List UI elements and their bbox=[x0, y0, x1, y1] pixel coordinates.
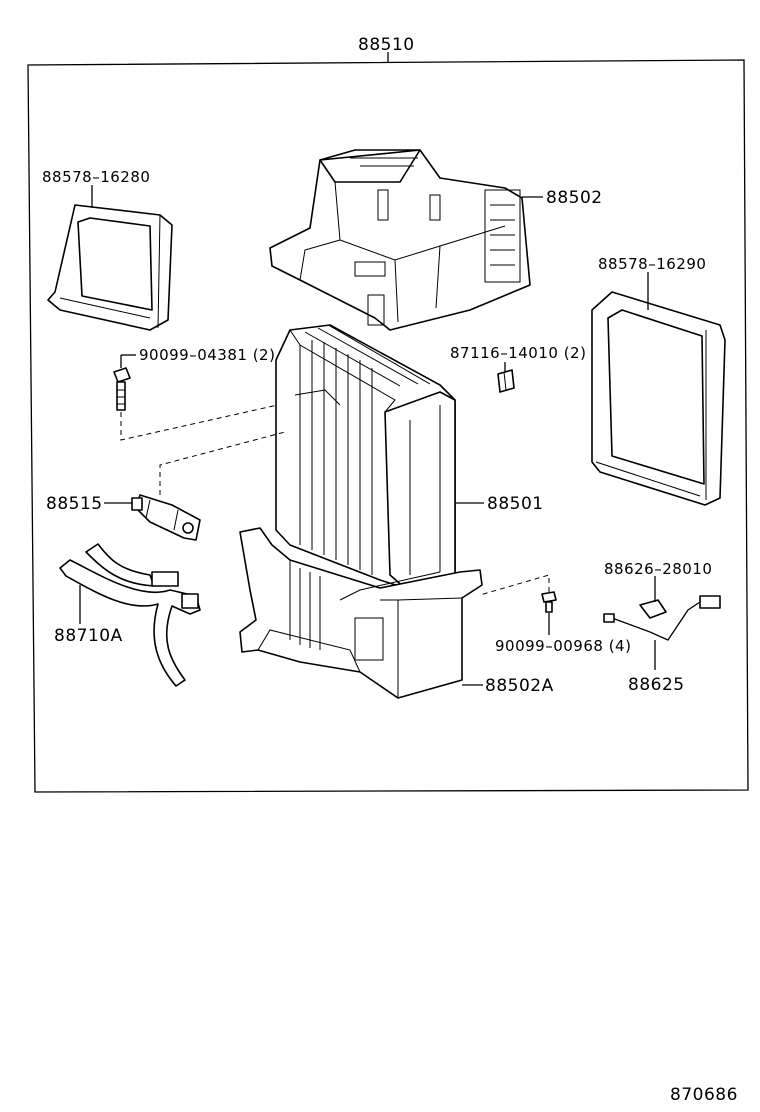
label-bolt: 90099–04381 (2) bbox=[139, 346, 275, 364]
label-case-upper: 88502 bbox=[546, 188, 603, 208]
label-assembly: 88510 bbox=[358, 35, 415, 55]
bolt-icon bbox=[113, 367, 131, 411]
label-pipe: 88710A bbox=[54, 626, 123, 646]
clip-icon bbox=[497, 369, 515, 393]
screw-icon bbox=[541, 591, 557, 613]
valve-dashline bbox=[159, 431, 286, 495]
label-case-lower: 88502A bbox=[485, 676, 554, 696]
thermistor-icon bbox=[603, 595, 721, 641]
expansion-valve-icon bbox=[131, 494, 201, 541]
bolt-dashline bbox=[120, 399, 301, 441]
seal-frame-left-icon bbox=[47, 204, 173, 331]
upper-case-icon bbox=[269, 149, 531, 331]
label-evaporator: 88501 bbox=[487, 494, 544, 514]
label-thermistor: 88625 bbox=[628, 675, 685, 695]
evaporator-core-icon bbox=[275, 324, 456, 589]
assembly-boundary bbox=[27, 59, 749, 793]
label-clip: 87116–14010 (2) bbox=[450, 344, 586, 362]
lower-case-icon bbox=[239, 527, 483, 699]
label-expansion-valve: 88515 bbox=[46, 494, 103, 514]
diagram-number: 870686 bbox=[670, 1085, 738, 1105]
screw-dashline bbox=[479, 574, 550, 596]
label-frame-right: 88578–16290 bbox=[598, 255, 706, 273]
tube-pipe-icon bbox=[59, 543, 201, 687]
seal-frame-right-icon bbox=[591, 291, 726, 506]
label-screw: 90099–00968 (4) bbox=[495, 637, 631, 655]
label-frame-left: 88578–16280 bbox=[42, 168, 150, 186]
label-sensor-bracket: 88626–28010 bbox=[604, 560, 712, 578]
